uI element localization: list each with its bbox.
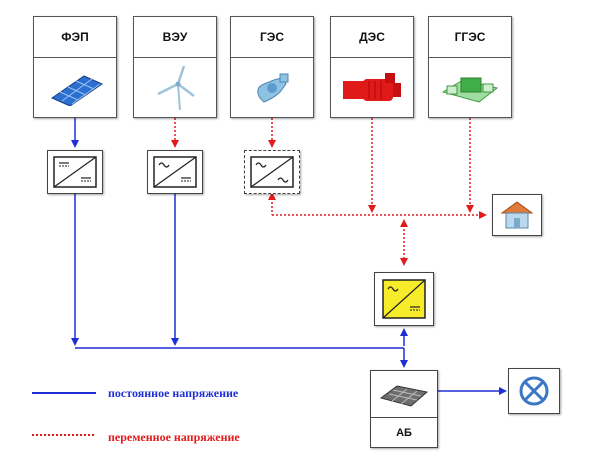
source-hydro-label: ГЭС (231, 17, 313, 58)
house-icon (500, 201, 534, 229)
source-wind: ВЭУ (133, 16, 217, 118)
source-gas: ГГЭС (428, 16, 512, 118)
battery-label: АБ (396, 427, 412, 439)
converter-hydro-ac-ac (244, 150, 300, 194)
source-gas-label: ГГЭС (429, 17, 511, 58)
source-hydro: ГЭС (230, 16, 314, 118)
gas-generator-icon (429, 58, 511, 118)
diesel-generator-icon (331, 58, 413, 118)
hydro-turbine-icon (231, 58, 313, 118)
dc-dc-converter-icon (53, 156, 97, 188)
source-pv: ФЭП (33, 16, 117, 118)
inverter-icon (382, 279, 426, 319)
battery-block: АБ (370, 370, 438, 448)
converter-wind-ac-dc (147, 150, 203, 194)
source-diesel: ДЭС (330, 16, 414, 118)
converter-pv-dc-dc (47, 150, 103, 194)
source-wind-label: ВЭУ (134, 17, 216, 58)
battery-icon (371, 371, 437, 418)
legend-dc-label: постоянное напряжение (108, 386, 239, 400)
inverter (374, 272, 434, 326)
source-pv-label: ФЭП (34, 17, 116, 58)
ac-dc-converter-icon (153, 156, 197, 188)
lamp-icon (519, 376, 549, 406)
legend-ac-label: переменное напряжение (108, 430, 240, 444)
dc-load (508, 368, 560, 414)
source-diesel-label: ДЭС (331, 17, 413, 58)
consumer-house (492, 194, 542, 236)
ac-ac-converter-icon (250, 156, 294, 188)
solar-panel-icon (34, 58, 116, 118)
wind-turbine-icon (134, 58, 216, 118)
